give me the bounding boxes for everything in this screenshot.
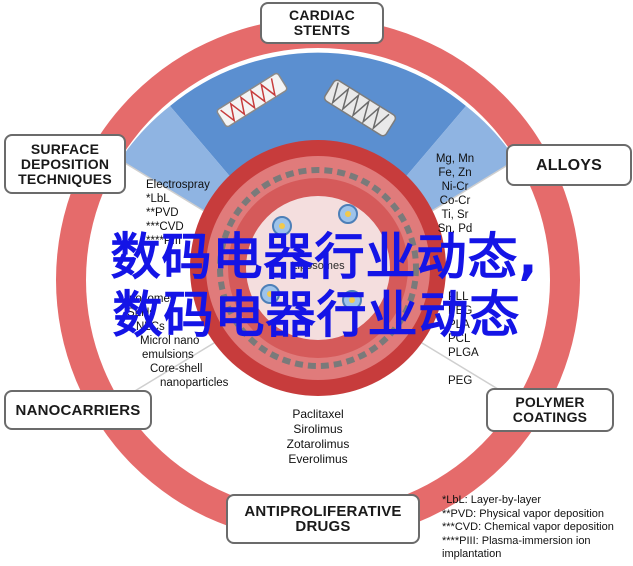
liposome-icon (260, 284, 280, 304)
surface-item: ****PIII (146, 235, 181, 247)
nanocarrier-item: Liposomes (120, 293, 176, 305)
surface-items-list: Electrospray *LbL **PVD ***CVD ****PIII (146, 179, 210, 247)
polymer-coatings-box: POLYMER COATINGS (486, 388, 614, 432)
nanocarrier-items-list: Liposomes SLNs NLCs Microl nano emulsion… (120, 293, 229, 389)
liposome-icon (342, 290, 362, 310)
nanocarrier-item: Core-shell (150, 363, 202, 375)
alloy-item: Ni-Cr (442, 181, 469, 193)
liposome-icon (272, 216, 292, 236)
alloys-box: ALLOYS (506, 144, 632, 186)
polymer-item: PEG (448, 305, 472, 317)
center-label: Liposomes (291, 260, 345, 272)
drug-item: Zotarolimus (287, 437, 350, 451)
alloy-items-list: Mg, Mn Fe, Zn Ni-Cr Co-Cr Ti, Sr Sn, Pd (436, 153, 474, 235)
alloy-item: Ti, Sr (441, 209, 468, 221)
overlay-text-line-1: 数码电器行业动态, (110, 228, 539, 286)
vessel-stent-ring (217, 167, 419, 369)
nanocarrier-item: Microl nano (140, 335, 199, 347)
surface-item: Electrospray (146, 179, 210, 191)
polymer-item: PEG (448, 375, 472, 387)
footnote-line: ***CVD: Chemical vapor deposition (442, 521, 614, 533)
nanocarriers-box: NANOCARRIERS (4, 390, 152, 430)
footnote-line: **PVD: Physical vapor deposition (442, 507, 605, 520)
nanocarrier-item: NLCs (136, 321, 165, 333)
footnote-line: *LbL: Layer-by-layer (442, 494, 542, 506)
surface-item: ***CVD (146, 221, 184, 233)
drug-items-list: Paclitaxel Sirolimus Zotarolimus Everoli… (287, 407, 350, 466)
polymer-item: PCL (448, 333, 471, 345)
drug-item: Everolimus (288, 452, 347, 466)
alloy-item: Sn, Pd (438, 223, 473, 235)
stent-icon (323, 79, 397, 137)
nanocarrier-item: nanoparticles (160, 377, 229, 389)
drug-item: Paclitaxel (292, 407, 343, 421)
drug-item: Sirolimus (293, 422, 342, 436)
alloy-item: Fe, Zn (438, 167, 471, 179)
alloy-item: Mg, Mn (436, 153, 474, 165)
overlay-text-line-2: 数码电器行业动态 (112, 286, 521, 344)
footnote-line: ****PIII: Plasma-immersion ion (442, 534, 591, 547)
liposome-icon (338, 204, 358, 224)
nanocarrier-item: SLNs (127, 307, 155, 319)
antiproliferative-drugs-box: ANTIPROLIFERATIVE DRUGS (226, 494, 420, 544)
surface-item: **PVD (146, 207, 179, 219)
surface-item: *LbL (146, 193, 170, 205)
polymer-item: PLA (448, 319, 470, 331)
alloy-item: Co-Cr (440, 195, 471, 207)
stent-icon (216, 72, 288, 128)
footnote-line: implantation (442, 548, 502, 560)
nanocarrier-item: emulsions (142, 349, 194, 361)
cardiac-stents-box: CARDIAC STENTS (260, 2, 384, 44)
polymer-item: PLGA (448, 347, 479, 359)
surface-deposition-box: SURFACE DEPOSITION TECHNIQUES (4, 134, 126, 194)
polymer-items-list: PLL PEG PLA PCL PLGA PEG (448, 291, 479, 387)
polymer-item: PLL (448, 291, 469, 303)
footnotes: *LbL: Layer-by-layer **PVD: Physical vap… (442, 494, 614, 562)
